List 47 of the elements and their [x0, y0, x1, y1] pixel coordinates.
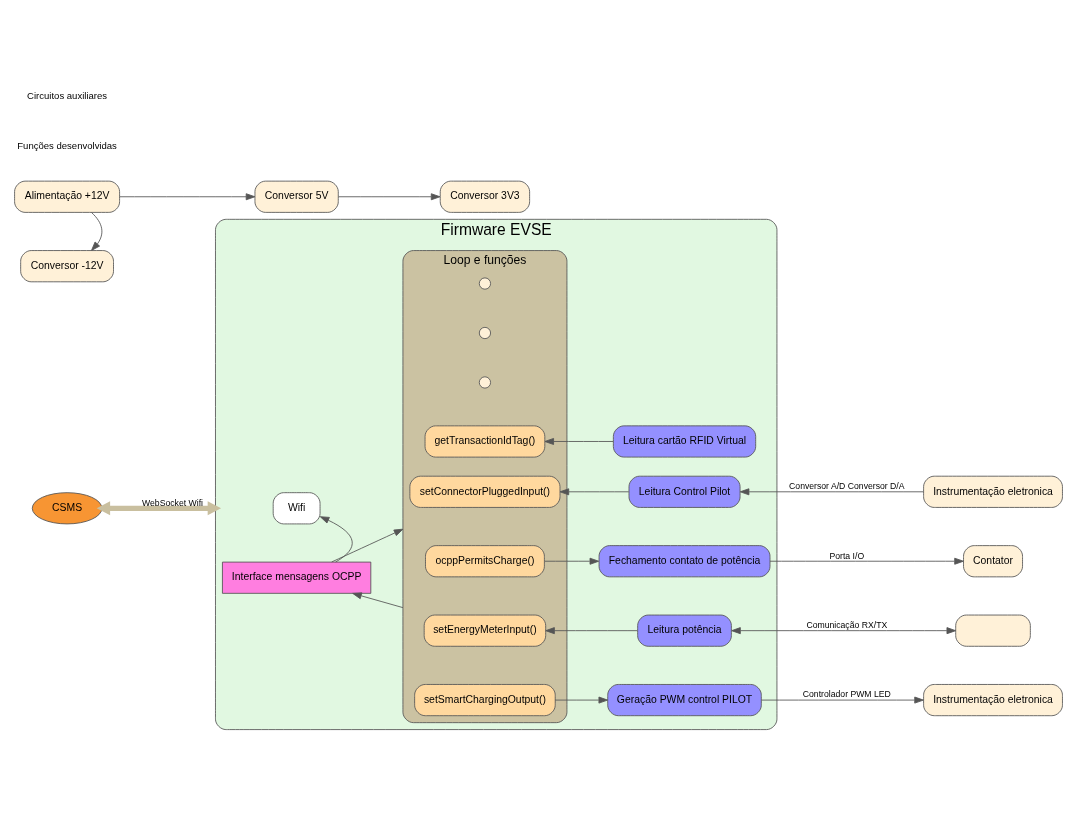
edge-label: Comunicação RX/TX — [806, 619, 888, 630]
node-box: Interface mensagens OCPP — [222, 561, 372, 594]
arrow — [739, 487, 924, 495]
node-box — [955, 614, 1031, 647]
node-box: Leitura Control Pilot — [628, 475, 741, 508]
node-box: setEnergyMeterInput() — [423, 614, 547, 647]
arrow — [331, 528, 404, 562]
edge-label: Porta I/O — [829, 550, 865, 561]
label: Funções desenvolvidas — [17, 139, 117, 151]
node-box: Wifi — [272, 491, 321, 524]
node-box: Leitura cartão RFID Virtual — [612, 424, 757, 458]
arrow — [119, 192, 256, 200]
arrow — [544, 557, 600, 565]
node-box: Fechamento contato de potência — [598, 544, 771, 577]
node-box: setConnectorPluggedInput() — [409, 475, 561, 508]
node-box: ocppPermitsCharge() — [425, 544, 545, 577]
arrow — [545, 626, 638, 634]
node-box: getTransactionIdTag() — [424, 424, 546, 458]
node-box: Instrumentação eletronica — [923, 683, 1063, 716]
arrow — [559, 487, 630, 495]
arrow — [319, 515, 353, 562]
node-box: Conversor -12V — [20, 249, 114, 282]
arrow — [544, 437, 614, 445]
edge-label: Conversor A/D Conversor D/A — [789, 480, 905, 491]
edge-label: Controlador PWM LED — [802, 688, 891, 699]
arrow — [91, 211, 103, 251]
node-box: Conversor 5V — [254, 180, 339, 213]
arrow — [338, 192, 441, 200]
node-box: Geração PWM control PILOT — [607, 683, 762, 716]
arrow — [96, 500, 222, 515]
node-box: Conversor 3V3 — [439, 180, 531, 213]
node-circle — [478, 326, 491, 339]
edge-label: WebSocket Wifi — [142, 497, 203, 508]
node-box: Alimentação +12V — [14, 180, 121, 213]
node-circle — [478, 276, 491, 290]
node-box: Instrumentação eletronica — [923, 475, 1063, 508]
arrow — [554, 696, 609, 704]
arrow — [352, 591, 404, 608]
arrow — [761, 696, 924, 704]
node-ellipse: CSMS — [31, 491, 103, 524]
node-box: Leitura potência — [637, 614, 732, 647]
arrow — [731, 626, 957, 634]
node-circle — [478, 375, 491, 389]
arrow — [769, 557, 964, 565]
label: Circuitos auxiliares — [27, 89, 108, 101]
node-box: Contator — [963, 544, 1023, 577]
node-box: setSmartChargingOutput() — [414, 683, 556, 716]
